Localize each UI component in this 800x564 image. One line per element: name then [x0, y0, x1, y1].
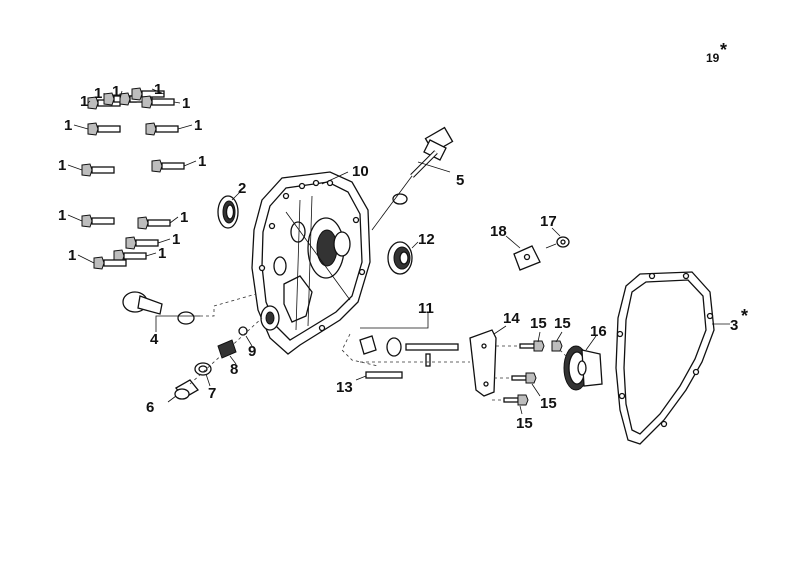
callout-15-c: 15: [540, 395, 557, 412]
bolt-leader: [169, 216, 179, 224]
gasket: [615, 271, 715, 445]
assembly-star: *: [720, 40, 727, 60]
callout-16: 16: [590, 323, 607, 340]
callout-3: 3: [730, 317, 738, 334]
callout-17: 17: [540, 213, 557, 230]
bolt: [93, 256, 127, 270]
bolt-leader: [77, 254, 95, 264]
assembly-number: 19: [706, 51, 720, 65]
bolt-leader: [73, 124, 89, 130]
bolt-group: [81, 87, 185, 270]
callout-3-star: *: [741, 306, 748, 326]
ball: [238, 326, 248, 336]
callout-11: 11: [418, 300, 434, 317]
callout-1: 1: [80, 93, 88, 110]
bolt-leader: [67, 214, 83, 222]
callout-7: 7: [208, 385, 216, 402]
callout-1: 1: [68, 247, 76, 264]
callout-15-d: 15: [516, 415, 533, 432]
callout-5: 5: [456, 172, 464, 189]
governor-plate: [469, 329, 497, 397]
callout-15-b: 15: [554, 315, 571, 332]
washer: [194, 362, 212, 376]
governor-shaft: [392, 126, 454, 205]
callout-1: 1: [180, 209, 188, 226]
bolt-leader: [119, 90, 123, 100]
bolt: [81, 214, 115, 228]
spring: [217, 339, 237, 359]
bolt: [81, 163, 115, 177]
bolt-leader: [183, 160, 197, 167]
bolt-leader: [157, 238, 171, 244]
callout-2: 2: [238, 180, 246, 197]
bolt: [87, 122, 121, 136]
crankcase-cover: [251, 171, 371, 355]
bolt: [145, 122, 179, 136]
bolt: [137, 216, 171, 230]
clip-screw: [556, 236, 570, 248]
bearing: [387, 241, 413, 275]
bolt-leader: [145, 252, 157, 257]
gear-shaft-assembly: [359, 335, 459, 379]
callout-6: 6: [146, 399, 154, 416]
callout-1: 1: [64, 117, 72, 134]
callout-8: 8: [230, 361, 238, 378]
bolt: [151, 159, 185, 173]
callout-13: 13: [336, 379, 353, 396]
callout-1: 1: [194, 117, 202, 134]
dipstick: [122, 291, 195, 325]
callout-1: 1: [94, 85, 102, 102]
callout-14: 14: [503, 310, 520, 327]
callout-1: 1: [172, 231, 180, 248]
governor-gear: [563, 345, 603, 391]
screw-group: [503, 340, 563, 406]
callout-9: 9: [248, 343, 256, 360]
callout-1: 1: [58, 207, 66, 224]
bolt-leader: [151, 88, 165, 95]
callout-1: 1: [112, 83, 120, 100]
callout-1: 1: [58, 157, 66, 174]
oil-seal: [217, 195, 239, 229]
callout-10: 10: [352, 163, 369, 180]
clip: [513, 245, 541, 271]
callout-4: 4: [150, 331, 159, 348]
callout-12: 12: [418, 231, 435, 248]
bolt-leader: [87, 100, 91, 104]
drain-plug: [174, 379, 199, 400]
bolt: [125, 236, 159, 250]
callout-1: 1: [198, 153, 206, 170]
callout-1: 1: [154, 81, 162, 98]
callout-1: 1: [158, 245, 166, 262]
bolt-leader: [173, 101, 181, 104]
callout-1: 1: [182, 95, 190, 112]
callout-18: 18: [490, 223, 507, 240]
callout-15-a: 15: [530, 315, 547, 332]
bolt-leader: [67, 164, 83, 171]
bolt-leader: [177, 124, 193, 130]
bolt: [113, 249, 147, 263]
